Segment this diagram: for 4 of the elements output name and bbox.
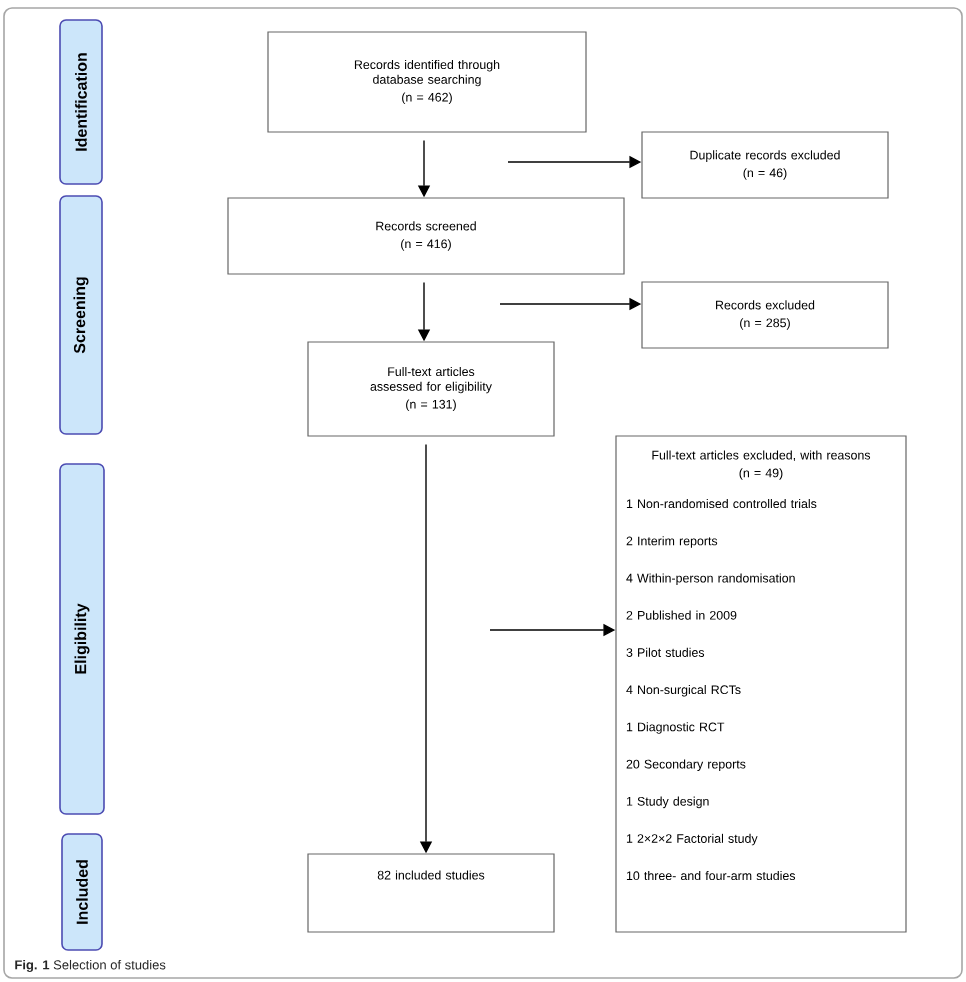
phase-band: Screening bbox=[59, 195, 103, 435]
phase-band: Identification bbox=[59, 19, 103, 185]
phase-band: Included bbox=[61, 833, 103, 951]
phase-band: Eligibility bbox=[59, 463, 105, 815]
